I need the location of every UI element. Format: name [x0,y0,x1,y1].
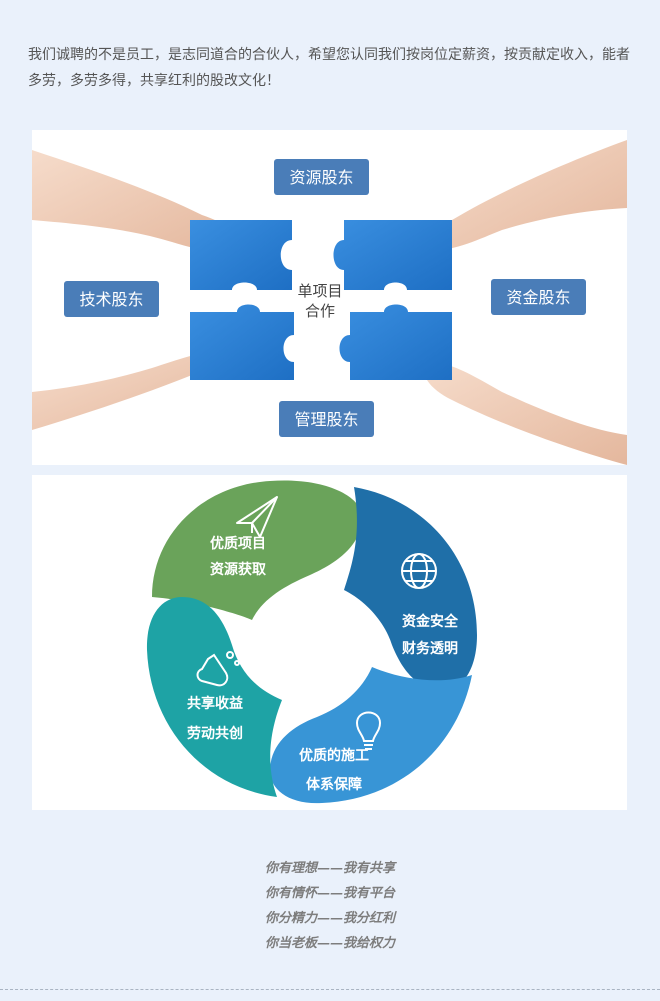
slogan-2: 你有情怀——我有平台 [264,886,395,901]
puzzle-piece-br [339,304,452,380]
segment-lightblue [270,667,472,804]
green-label-1: 优质项目 [210,535,266,552]
segment-teal [146,597,282,797]
puzzle-piece-bl [190,304,294,380]
slogan-1: 你有理想——我有共享 [264,861,395,876]
intro-text: 我们诚聘的不是员工，是志同道合的合伙人，希望您认同我们按岗位定薪资，按贡献定收入… [28,47,630,89]
paper-plane-icon [236,496,278,538]
label-management-shareholder: 管理股东 [294,410,358,429]
blue-label-1: 资金安全 [402,613,459,630]
slogan-list: 你有理想——我有共享 你有情怀——我有平台 你分精力——我分红利 你当老板——我… [0,856,660,956]
hand-bottom-left [32,351,228,430]
teal-label-2: 劳动共创 [187,725,243,742]
slogan-4: 你当老板——我给权力 [264,936,395,951]
puzzle-piece-tl [190,220,292,290]
lightbulb-icon [355,711,382,750]
green-label-2: 资源获取 [210,561,267,578]
label-resource-shareholder: 资源股东 [289,168,353,187]
teal-label-1: 共享收益 [187,695,243,712]
segment-blue [344,487,477,690]
puzzle-image: 资源股东 技术股东 资金股东 管理股东 单项目 合作 [32,130,627,465]
label-capital-shareholder: 资金股东 [506,288,570,307]
label-tech-shareholder: 技术股东 [79,290,143,309]
hand-top-left [32,150,241,252]
blue-label-2: 财务透明 [401,640,458,657]
globe-icon [401,553,437,589]
cycle-diagram: 优质项目 资源获取 资金安全 财务透明 优质的施工 体系保障 共享收益 劳动共创 [32,475,627,810]
bottom-divider [0,989,660,990]
flask-icon [196,651,240,687]
segment-green [152,480,362,620]
hand-top-right [424,140,627,251]
puzzle-piece-tr [333,220,452,290]
slogan-3: 你分精力——我分红利 [264,911,395,926]
lightblue-label-1: 优质的施工 [299,747,369,764]
lightblue-label-2: 体系保障 [306,776,362,793]
center-line-1: 单项目 [297,282,342,300]
center-line-2: 合作 [305,302,335,320]
hand-bottom-right [424,362,627,465]
